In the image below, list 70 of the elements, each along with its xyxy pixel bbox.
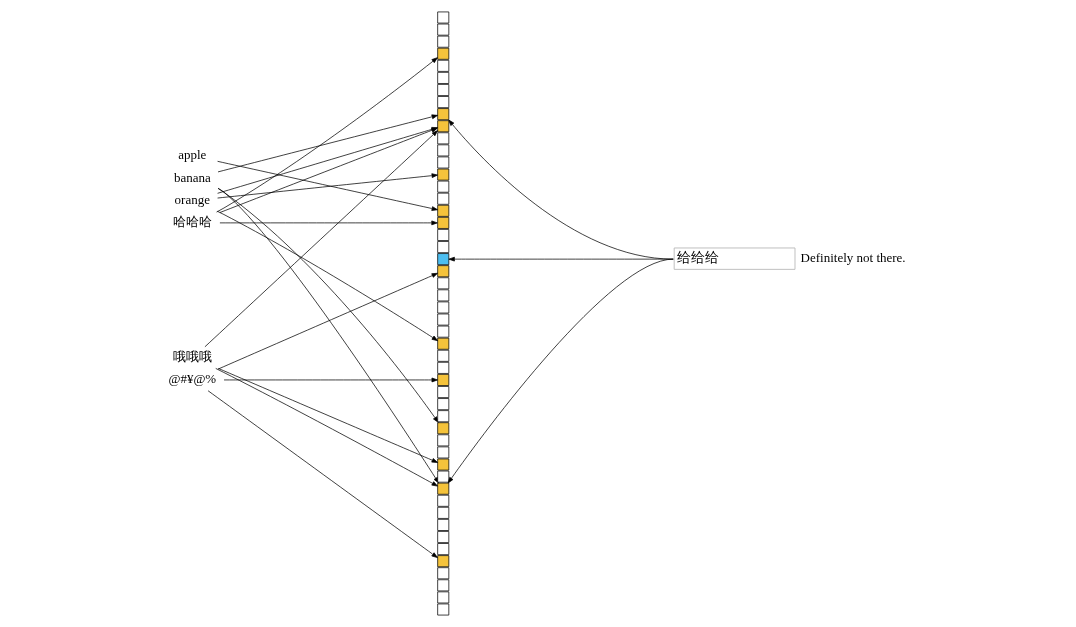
node-box bbox=[436, 108, 449, 121]
node-box bbox=[436, 144, 449, 157]
arrow bbox=[448, 256, 674, 262]
node-text: 哈哈哈 bbox=[172, 214, 212, 230]
node-text: banana bbox=[173, 169, 211, 185]
node-box bbox=[436, 216, 449, 229]
node-box bbox=[436, 84, 449, 96]
arrow bbox=[217, 368, 438, 463]
arrow bbox=[447, 119, 674, 260]
node-box bbox=[436, 96, 449, 109]
node-box bbox=[436, 241, 449, 253]
node-box bbox=[436, 374, 449, 386]
node-box bbox=[436, 506, 449, 519]
node-box bbox=[436, 11, 449, 24]
node-box bbox=[436, 71, 449, 84]
node-box bbox=[436, 313, 449, 326]
node-box bbox=[436, 35, 449, 48]
arrow bbox=[217, 272, 438, 370]
node-box: 给给给 bbox=[673, 247, 795, 270]
node-box bbox=[436, 591, 449, 604]
node-box bbox=[436, 458, 449, 471]
node-box bbox=[436, 59, 449, 72]
node-box bbox=[436, 132, 449, 145]
node-box bbox=[436, 470, 449, 483]
node-box bbox=[436, 23, 449, 36]
node-box bbox=[436, 168, 449, 181]
arrow bbox=[204, 130, 438, 348]
node-label: Definitely not there. bbox=[800, 250, 906, 266]
node-box bbox=[436, 519, 449, 531]
node-box bbox=[436, 555, 449, 568]
node-text: 哦哦哦 bbox=[172, 349, 212, 365]
node-box bbox=[436, 204, 449, 217]
node-text: orange bbox=[174, 192, 210, 208]
node-text: @#¥@% bbox=[167, 371, 216, 387]
node-box bbox=[436, 494, 449, 507]
node-box bbox=[436, 543, 449, 556]
node-box bbox=[436, 398, 449, 411]
node-box bbox=[436, 47, 449, 60]
node-box bbox=[436, 482, 449, 495]
node-box bbox=[436, 579, 449, 592]
node-text: apple bbox=[177, 147, 206, 163]
node-box bbox=[436, 120, 449, 133]
node-box bbox=[436, 386, 449, 398]
node-box bbox=[436, 446, 449, 459]
node-box bbox=[436, 301, 449, 314]
node-box bbox=[436, 410, 449, 423]
node-box bbox=[436, 361, 449, 374]
arrow bbox=[223, 377, 438, 383]
node-box bbox=[436, 192, 449, 205]
node-box bbox=[436, 180, 449, 193]
node-box bbox=[436, 289, 449, 302]
node-box bbox=[436, 531, 449, 543]
arrow bbox=[447, 258, 674, 484]
arrow bbox=[216, 210, 438, 342]
node-box bbox=[436, 229, 449, 241]
node-box bbox=[436, 567, 449, 580]
arrow bbox=[216, 160, 438, 211]
node-box bbox=[436, 156, 449, 169]
arrow bbox=[217, 188, 439, 423]
arrow bbox=[216, 173, 438, 199]
node-box bbox=[436, 434, 449, 447]
node-box bbox=[436, 337, 449, 350]
arrow bbox=[219, 220, 438, 226]
node-box bbox=[436, 603, 449, 616]
node-box bbox=[436, 265, 449, 278]
node-box bbox=[436, 349, 449, 362]
node-box bbox=[436, 325, 449, 338]
node-box bbox=[436, 277, 449, 290]
node-box bbox=[436, 253, 449, 266]
node-box bbox=[436, 422, 449, 435]
